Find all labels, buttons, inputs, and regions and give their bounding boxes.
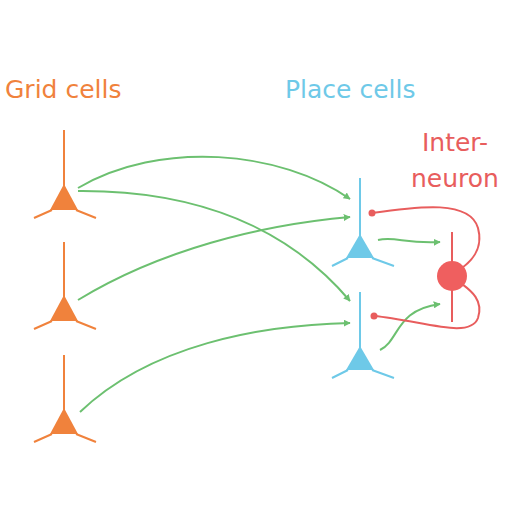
- group-label: Inter- neuron: [408, 125, 502, 197]
- inhibitory-line: [374, 284, 479, 328]
- group-label: Grid cells: [5, 72, 165, 108]
- interneuron-soma: [437, 261, 467, 291]
- grid-cell-neurons: [34, 130, 96, 442]
- synapse-dot: [371, 313, 378, 320]
- excitatory-arrow: [80, 323, 350, 412]
- excitatory-arrow: [380, 304, 440, 350]
- excitatory-arrow: [378, 239, 440, 242]
- synapse-arrows: [78, 157, 440, 412]
- excitatory-arrow: [78, 217, 350, 300]
- excitatory-arrow: [78, 191, 350, 301]
- place-cell-neurons: [332, 178, 394, 378]
- inhibitory-connections: [369, 207, 480, 328]
- inhibitory-line: [372, 207, 479, 268]
- group-label: Place cells: [285, 72, 445, 108]
- synapse-dot: [369, 210, 376, 217]
